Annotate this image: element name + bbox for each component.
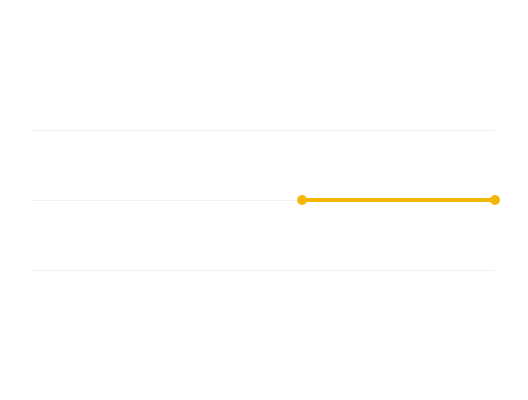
data-point-0-1[interactable] (490, 195, 500, 205)
data-point-0-0[interactable] (297, 195, 308, 205)
series-layer (297, 195, 500, 205)
